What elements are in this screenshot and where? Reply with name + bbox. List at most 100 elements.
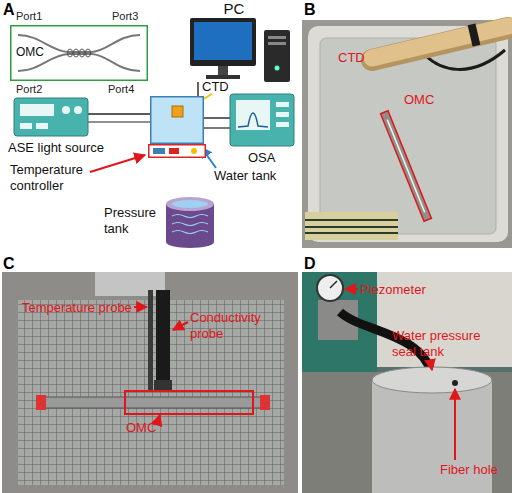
light-source-shape — [20, 123, 32, 129]
node-label: Water tank — [214, 168, 294, 184]
omc-tube — [387, 120, 424, 213]
port-label: Port1 — [16, 10, 56, 23]
spectrum-analyzer-shape — [276, 102, 289, 107]
sink-photo — [156, 290, 170, 385]
spectrum-analyzer-shape — [230, 94, 294, 146]
node-label: PC — [214, 0, 254, 18]
light-source-shape — [20, 104, 54, 116]
fiber-connector — [197, 82, 198, 96]
coupler-inset-shape — [68, 49, 73, 57]
omc-inset-photo — [305, 232, 398, 234]
callout-arrow — [430, 360, 432, 370]
port-label: Port2 — [16, 83, 56, 96]
panel-letter: C — [3, 254, 23, 273]
computer-shape — [264, 30, 290, 82]
omc-tube — [38, 397, 268, 408]
node-label: OMC — [16, 45, 56, 59]
computer: PC — [190, 18, 292, 82]
computer-shape — [218, 66, 228, 75]
photo-callout: OMC — [404, 92, 444, 108]
photo-callout: Piezometer — [360, 282, 440, 298]
sink-photo — [95, 272, 165, 296]
coupler-inset-shape — [11, 26, 148, 81]
omc-tube — [381, 111, 432, 222]
omc-tube — [125, 391, 253, 414]
computer-shape — [206, 75, 240, 79]
port-label: Port4 — [108, 83, 148, 96]
tank-photo — [302, 20, 512, 248]
temperature-controller-shape — [148, 144, 206, 158]
callout-arrow — [345, 288, 358, 290]
sink-photo — [2, 272, 298, 493]
pressure-photo — [452, 380, 458, 386]
coupler-inset-shape — [74, 49, 79, 57]
callout-arrow — [454, 389, 456, 460]
temperature-controller-shape — [149, 145, 206, 158]
spectrum-analyzer-shape — [276, 112, 289, 117]
water-tank-shape — [151, 97, 204, 144]
photo-callout: Temperature probe — [22, 300, 140, 316]
photo-callout: Fiber hole — [440, 462, 510, 478]
pressure-tank-shape — [172, 215, 208, 218]
omc-inset-photo — [305, 226, 398, 228]
pressure-photo — [372, 367, 492, 393]
temperature-controller-shape — [191, 148, 197, 154]
computer-shape — [268, 36, 286, 39]
callout-arrow — [345, 289, 455, 460]
pressure-tank-shape — [166, 197, 214, 211]
pressure-tank-shape — [166, 236, 214, 248]
light-source-shape — [36, 123, 48, 129]
omc-inset-photo — [305, 212, 398, 240]
light-source-shape — [74, 106, 82, 114]
fiber-connector — [204, 117, 230, 118]
water-tank-shape — [150, 96, 204, 144]
pressure-tank-shape — [172, 231, 208, 234]
pressure-tank-shape — [172, 200, 208, 208]
pressure-tank: Pressure tank — [166, 196, 214, 248]
tank-photo — [308, 26, 508, 242]
spectrum-analyzer-shape — [238, 113, 268, 127]
fiber-connector — [88, 113, 150, 114]
light-source-shape — [62, 106, 70, 114]
temperature-controller-shape — [153, 148, 165, 154]
sink-photo — [148, 290, 153, 390]
sink-photo — [154, 380, 172, 390]
water-tank: Water tankCTD — [150, 96, 204, 144]
callout-arrow — [90, 155, 145, 172]
light-source-shape — [14, 98, 88, 136]
pressure-photo — [330, 281, 337, 288]
panel-letter: B — [304, 0, 324, 19]
computer-shape — [268, 42, 286, 45]
photo-callout: CTD — [338, 50, 378, 66]
spectrum-analyzer-shape — [276, 122, 289, 127]
photo-callout: Water pressure seal tank — [392, 328, 496, 359]
tank-photo — [468, 23, 481, 46]
omc-tube — [260, 395, 270, 410]
light-source: ASE light source — [14, 98, 88, 136]
spectrum-analyzer-shape — [230, 94, 294, 146]
pressure-photo — [302, 272, 512, 493]
callout-arrow — [134, 307, 188, 421]
tank-photo — [302, 20, 512, 248]
fiber-line — [204, 127, 230, 128]
computer-shape — [190, 18, 292, 82]
coupler-inset: OMC — [10, 25, 148, 81]
callout-arrow — [158, 415, 160, 421]
computer-shape — [190, 18, 256, 66]
node-label: ASE light source — [8, 140, 138, 156]
fiber-line — [88, 121, 150, 122]
coupler-inset-shape — [80, 49, 85, 57]
omc-tube — [36, 391, 270, 414]
temperature-controller-shape — [169, 148, 179, 154]
callout-arrow — [90, 94, 216, 172]
ctd-sensor-shape — [172, 106, 183, 117]
pressure-tank-shape — [166, 196, 214, 248]
computer-shape — [275, 66, 280, 71]
panel-letter: D — [304, 254, 324, 273]
sink-photo — [2, 272, 298, 493]
light-source-shape — [14, 98, 88, 136]
ctd-sensor: CTD — [172, 106, 183, 117]
pressure-tank-shape — [172, 223, 208, 226]
